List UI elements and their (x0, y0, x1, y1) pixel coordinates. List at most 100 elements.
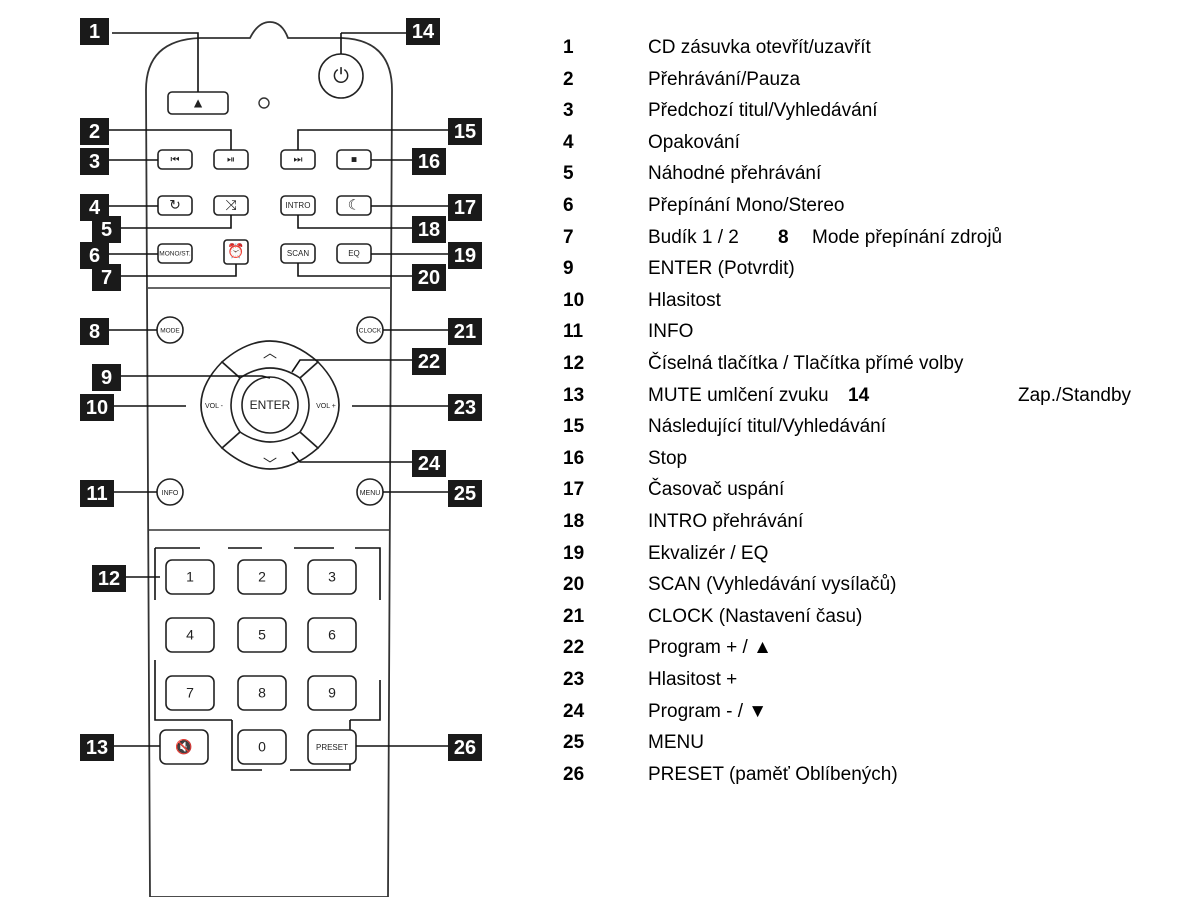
legend-text: Časovač uspání (648, 479, 785, 501)
legend-text: Program + / ▲ (648, 637, 772, 659)
legend-text: Program - / ▼ (648, 700, 768, 722)
power-button[interactable]: ⏻ (318, 53, 364, 99)
legend-text: Budík 1 / 2 (648, 226, 739, 248)
legend-number: 13 (563, 384, 585, 406)
callout-labels: 1234567891011121314151617181920212223242… (80, 18, 482, 761)
callout-18: 18 (412, 216, 446, 243)
eq-button[interactable]: EQ (336, 243, 372, 264)
legend-text: Stop (648, 447, 688, 469)
key-0-button[interactable]: 0 (237, 729, 287, 765)
mode-button[interactable]: MODE (156, 316, 184, 344)
callout-number: 10 (86, 397, 108, 419)
callout-11: 11 (80, 480, 114, 507)
repeat-button[interactable]: ↻ (157, 195, 193, 216)
legend-number: 19 (563, 542, 585, 564)
intro-button[interactable]: INTRO (280, 195, 316, 216)
callout-number: 20 (418, 267, 440, 289)
callout-number: 5 (101, 219, 112, 241)
legend-number-secondary: 8 (778, 226, 789, 248)
callout-number: 25 (454, 483, 476, 505)
legend-number: 26 (563, 763, 585, 785)
mute-button[interactable]: 🔇 (159, 729, 209, 765)
clock-label: CLOCK (359, 328, 382, 335)
key-8-button[interactable]: 8 (237, 675, 287, 711)
legend-number: 17 (563, 479, 585, 501)
shuffle-button[interactable]: ⤨ (213, 195, 249, 216)
key-label: 6 (328, 627, 336, 643)
playpause-button[interactable]: ⏯ (213, 149, 249, 170)
legend-text: MUTE umlčení zvuku (648, 384, 829, 406)
key-4-button[interactable]: 4 (165, 617, 215, 653)
key-1-button[interactable]: 1 (165, 559, 215, 595)
preset-label: PRESET (316, 743, 348, 752)
key-9-button[interactable]: 9 (307, 675, 357, 711)
legend-number-secondary: 14 (848, 384, 870, 406)
next-icon: ⏭ (294, 155, 303, 166)
vol-minus-label: VOL - (205, 403, 224, 410)
moon-icon: ☾ (348, 197, 361, 213)
preset-button[interactable]: PRESET (307, 729, 357, 765)
callout-3: 3 (80, 148, 109, 175)
legend-number: 9 (563, 258, 574, 280)
callout-number: 15 (454, 121, 476, 143)
callout-number: 2 (89, 121, 100, 143)
callout-number: 16 (418, 151, 440, 173)
legend-text: Přepínání Mono/Stereo (648, 195, 845, 216)
callout-20: 20 (412, 264, 446, 291)
shuffle-icon: ⤨ (225, 197, 237, 213)
key-label: 9 (328, 685, 336, 701)
key-label: 3 (328, 569, 336, 585)
callout-number: 24 (418, 453, 441, 475)
legend-text: Předchozí titul/Vyhledávání (648, 100, 878, 122)
legend-text-secondary: Zap./Standby (1018, 384, 1132, 406)
eject-button[interactable]: ▲ (167, 91, 229, 115)
callout-17: 17 (448, 194, 482, 221)
scan-button[interactable]: SCAN (280, 243, 316, 264)
vol-plus-button[interactable]: VOL + (298, 360, 340, 450)
stop-icon: ■ (351, 155, 357, 166)
legend-text: SCAN (Vyhledávání vysílačů) (648, 574, 897, 596)
mono-stereo-button[interactable]: MONO/ST. (157, 243, 193, 264)
key-3-button[interactable]: 3 (307, 559, 357, 595)
callout-number: 23 (454, 397, 476, 419)
legend-number: 21 (563, 605, 585, 627)
callout-number: 19 (454, 245, 476, 267)
key-6-button[interactable]: 6 (307, 617, 357, 653)
sleep-button[interactable]: ☾ (336, 195, 372, 216)
legend-number: 3 (563, 100, 574, 122)
callout-10: 10 (80, 394, 114, 421)
callout-5: 5 (92, 216, 121, 243)
enter-button[interactable]: ENTER (241, 376, 299, 434)
chevron-down-icon: ﹀ (263, 457, 277, 473)
callout-21: 21 (448, 318, 482, 345)
key-label: 4 (186, 627, 194, 643)
callout-number: 18 (418, 219, 440, 241)
alarm-button[interactable]: ⏰ (223, 239, 249, 265)
key-7-button[interactable]: 7 (165, 675, 215, 711)
callout-number: 11 (86, 483, 107, 505)
callout-25: 25 (448, 480, 482, 507)
legend-text: CD zásuvka otevřít/uzavřít (648, 37, 871, 58)
legend-text: Přehrávání/Pauza (648, 68, 801, 90)
info-label: INFO (162, 490, 179, 497)
next-button[interactable]: ⏭ (280, 149, 316, 170)
eject-icon: ▲ (191, 95, 205, 111)
legend-number: 1 (563, 37, 574, 58)
legend-number: 16 (563, 447, 585, 469)
callout-number: 22 (418, 351, 440, 373)
legend-text: PRESET (paměť Oblíbených) (648, 763, 898, 785)
legend-number: 2 (563, 68, 574, 90)
key-2-button[interactable]: 2 (237, 559, 287, 595)
clock-button[interactable]: CLOCK (356, 316, 384, 344)
legend-text: Číselná tlačítka / Tlačítka přímé volby (648, 353, 964, 374)
menu-button[interactable]: MENU (356, 478, 384, 506)
stop-button[interactable]: ■ (336, 149, 372, 170)
info-button[interactable]: INFO (156, 478, 184, 506)
power-icon: ⏻ (333, 65, 349, 87)
legend-number: 7 (563, 226, 574, 248)
prev-button[interactable]: ⏮ (157, 149, 193, 170)
vol-minus-button[interactable]: VOL - (200, 360, 242, 450)
callout-24: 24 (412, 450, 446, 477)
legend-text: Ekvalizér / EQ (648, 542, 769, 564)
key-5-button[interactable]: 5 (237, 617, 287, 653)
